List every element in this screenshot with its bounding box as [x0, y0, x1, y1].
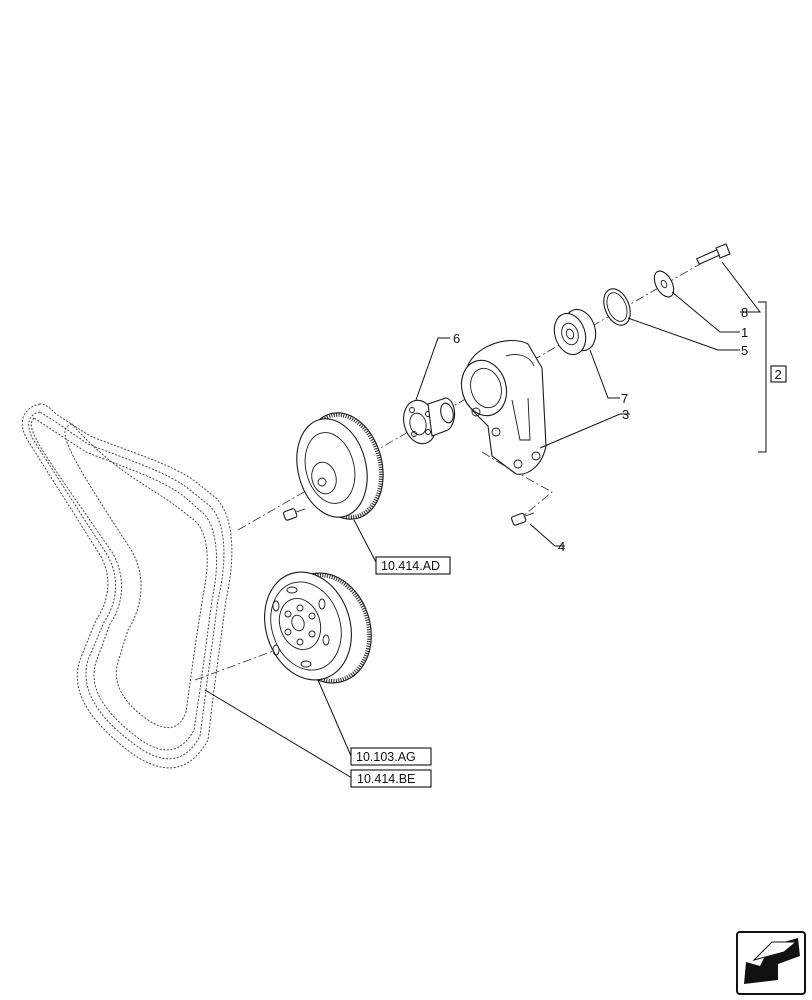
group-reference-2: 2 [770, 365, 787, 383]
callout-6: 6 [453, 331, 460, 346]
serpentine-belt [21, 403, 233, 769]
bracket-bolt [511, 512, 535, 526]
reference-10-414-be[interactable]: 10.414.BE [350, 769, 432, 788]
leader-lines [204, 261, 767, 779]
crankshaft-pulley [264, 571, 372, 684]
driven-pulley [296, 412, 384, 520]
reference-label-10-414-ad: 10.414.AD [381, 559, 440, 573]
crank-pulley-slots [272, 586, 330, 668]
callout-labels: 8 1 5 7 3 4 6 [453, 305, 748, 554]
callout-5: 5 [741, 343, 748, 358]
washer-disc [653, 270, 675, 298]
retaining-ring [603, 288, 631, 326]
idler-hub [403, 397, 456, 445]
callout-4: 4 [558, 539, 565, 554]
idler-roller [553, 308, 597, 356]
crank-pulley-bolt-holes [284, 604, 316, 646]
tensioner-bracket [460, 340, 547, 475]
callout-8: 8 [741, 305, 748, 320]
reference-label-10-414-be: 10.414.BE [357, 772, 415, 786]
next-page-arrow-icon[interactable] [736, 931, 806, 995]
callout-7: 7 [621, 391, 628, 406]
callout-1: 1 [741, 325, 748, 340]
group-label-2: 2 [775, 367, 782, 382]
tensioner-bolt [696, 243, 731, 265]
pulley-bolt [283, 508, 306, 521]
reference-10-103-ag[interactable]: 10.103.AG [350, 747, 432, 766]
reference-label-10-103-ag: 10.103.AG [356, 750, 416, 764]
callout-3: 3 [622, 407, 629, 422]
reference-10-414-ad[interactable]: 10.414.AD [375, 556, 451, 575]
